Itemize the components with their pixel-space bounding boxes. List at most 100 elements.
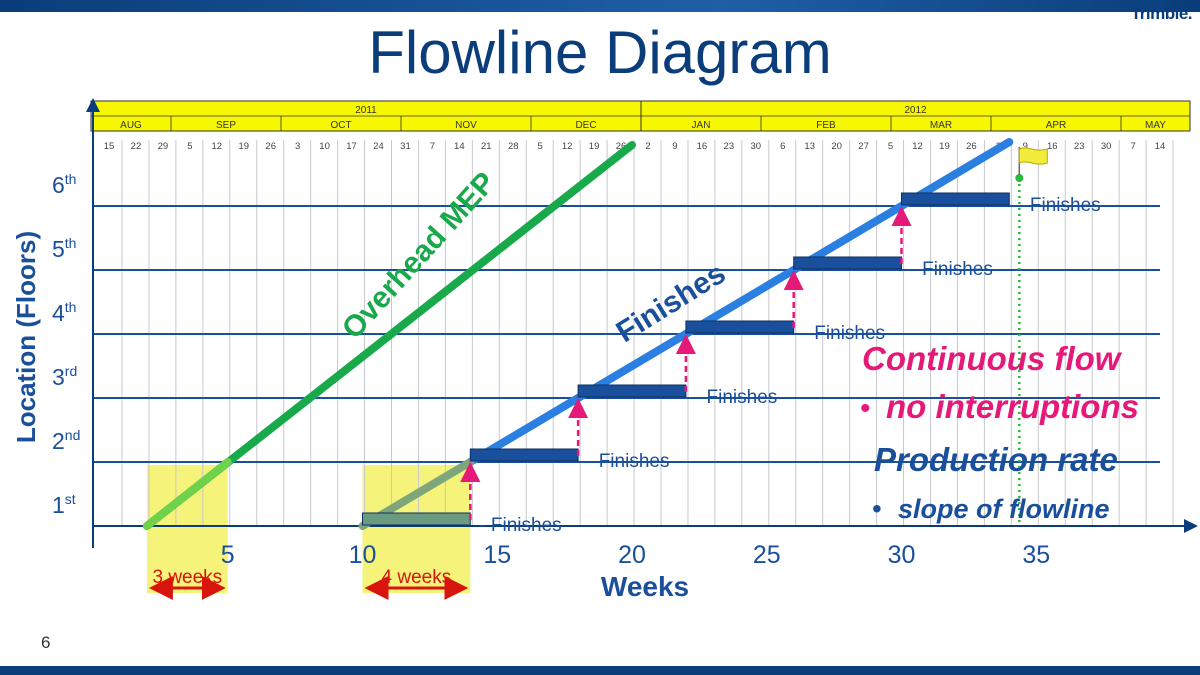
finishes-bar-label-5: - Finishes xyxy=(911,259,993,280)
week-tick-5: 5 xyxy=(221,541,235,569)
floor-label-5: 5th xyxy=(52,235,76,262)
duration-label-2: 4 weeks xyxy=(382,567,452,588)
calendar-day-23: 23 xyxy=(1074,141,1085,152)
x-axis-arrow-icon xyxy=(1184,519,1198,533)
calendar-day-12: 12 xyxy=(212,141,223,152)
floor-label-1: 1st xyxy=(52,491,76,518)
finishes-bar-label-3: - Finishes xyxy=(695,387,777,408)
calendar-day-9: 9 xyxy=(1023,141,1028,152)
finishes-bar-floor-2 xyxy=(469,448,579,462)
calendar-day-3: 3 xyxy=(295,141,300,152)
calendar-day-7: 7 xyxy=(430,141,435,152)
bottom-accent-bar xyxy=(0,666,1200,675)
mep-start-segment xyxy=(142,458,232,530)
calendar-month-mar: MAR xyxy=(930,120,952,131)
calendar-day-16: 16 xyxy=(1047,141,1058,152)
floor-ordinal: nd xyxy=(65,427,81,443)
finishes-bar-floor-1 xyxy=(362,512,471,526)
y-axis-label: Location (Floors) xyxy=(11,231,41,443)
duration-highlight-1 xyxy=(146,465,228,593)
finishes-bar-floor-4 xyxy=(685,320,795,334)
floor-label-4: 4th xyxy=(52,299,76,326)
calendar-day-5: 5 xyxy=(187,141,192,152)
note-no-interruptions: no interruptions xyxy=(886,388,1139,425)
finishes-bar-floor-5 xyxy=(793,256,903,270)
floor-number: 5 xyxy=(52,236,65,262)
floor-ordinal: th xyxy=(65,299,77,315)
floor-number: 2 xyxy=(52,428,65,454)
week-tick-20: 20 xyxy=(618,541,646,569)
flowlines: - Finishes - Finishes - Finishes - Finishes… xyxy=(142,138,1101,536)
calendar-day-5: 5 xyxy=(538,141,543,152)
calendar-day-30: 30 xyxy=(751,141,762,152)
handoff-arrows xyxy=(460,206,912,520)
calendar-day-6: 6 xyxy=(780,141,785,152)
y-axis-arrow-icon xyxy=(86,98,100,112)
calendar-day-31: 31 xyxy=(400,141,411,152)
calendar-day-9: 9 xyxy=(672,141,677,152)
calendar-day-7: 7 xyxy=(1130,141,1135,152)
calendar-day-15: 15 xyxy=(104,141,115,152)
finishes-bar-label-2: - Finishes xyxy=(587,451,669,472)
calendar-day-24: 24 xyxy=(373,141,384,152)
trimble-logo: Trimble. xyxy=(1130,4,1193,23)
milestone-flag-icon xyxy=(1015,147,1048,526)
calendar-day-14: 14 xyxy=(1155,141,1166,152)
week-tick-30: 30 xyxy=(888,541,916,569)
calendar-day-19: 19 xyxy=(589,141,600,152)
calendar-day-19: 19 xyxy=(939,141,950,152)
calendar-day-26: 26 xyxy=(966,141,977,152)
week-tick-10: 10 xyxy=(349,541,377,569)
calendar-month-apr: APR xyxy=(1046,120,1067,131)
calendar-day-17: 17 xyxy=(346,141,357,152)
calendar-day-28: 28 xyxy=(508,141,519,152)
calendar-month-may: MAY xyxy=(1145,120,1166,131)
flow-notes: Continuous flow • no interruptions Produ… xyxy=(860,340,1139,524)
calendar-day-26: 26 xyxy=(616,141,627,152)
floor-number: 1 xyxy=(52,492,65,518)
calendar-day-30: 30 xyxy=(1101,141,1112,152)
page-number: 6 xyxy=(41,633,51,652)
calendar-day-27: 27 xyxy=(858,141,869,152)
calendar-year-2012: 2012 xyxy=(904,105,927,116)
floor-ordinal: th xyxy=(65,235,77,251)
calendar-month-dec: DEC xyxy=(575,120,596,131)
calendar-day-29: 29 xyxy=(158,141,169,152)
floor-number: 4 xyxy=(52,300,65,326)
duration-highlight-2 xyxy=(362,465,471,593)
calendar-month-sep: SEP xyxy=(216,120,236,131)
finishes-bar-label-6: - Finishes xyxy=(1018,195,1100,216)
calendar-month-oct: OCT xyxy=(330,120,351,131)
calendar-day-2: 2 xyxy=(645,141,650,152)
week-tick-35: 35 xyxy=(1022,541,1050,569)
calendar-day-26: 26 xyxy=(265,141,276,152)
calendar-month-aug: AUG xyxy=(120,120,142,131)
calendar-day-13: 13 xyxy=(804,141,815,152)
note-slope-of-flowline: slope of flowline xyxy=(898,494,1110,524)
week-tick-25: 25 xyxy=(753,541,781,569)
chart-axes xyxy=(86,98,1198,548)
floor-ordinal: st xyxy=(65,491,76,507)
calendar-month-nov: NOV xyxy=(455,120,477,131)
note-production-rate: Production rate xyxy=(874,441,1118,478)
top-accent-bar xyxy=(0,0,1200,12)
note-continuous-flow: Continuous flow xyxy=(862,340,1123,377)
calendar-day-14: 14 xyxy=(454,141,465,152)
floor-label-3: 3rd xyxy=(52,363,77,390)
finishes-bar-label-1: - Finishes xyxy=(479,515,561,536)
calendar-day-19: 19 xyxy=(238,141,249,152)
calendar-day-10: 10 xyxy=(319,141,330,152)
slide-title: Flowline Diagram xyxy=(368,19,832,86)
calendar-day-22: 22 xyxy=(131,141,142,152)
calendar-day-21: 21 xyxy=(481,141,492,152)
calendar-month-feb: FEB xyxy=(816,120,836,131)
floor-label-2: 2nd xyxy=(52,427,80,454)
finishes-task-bars: - Finishes - Finishes - Finishes - Finishes… xyxy=(142,192,1101,536)
x-axis-label: Weeks xyxy=(601,571,689,602)
calendar-day-16: 16 xyxy=(697,141,708,152)
calendar-day-20: 20 xyxy=(831,141,842,152)
